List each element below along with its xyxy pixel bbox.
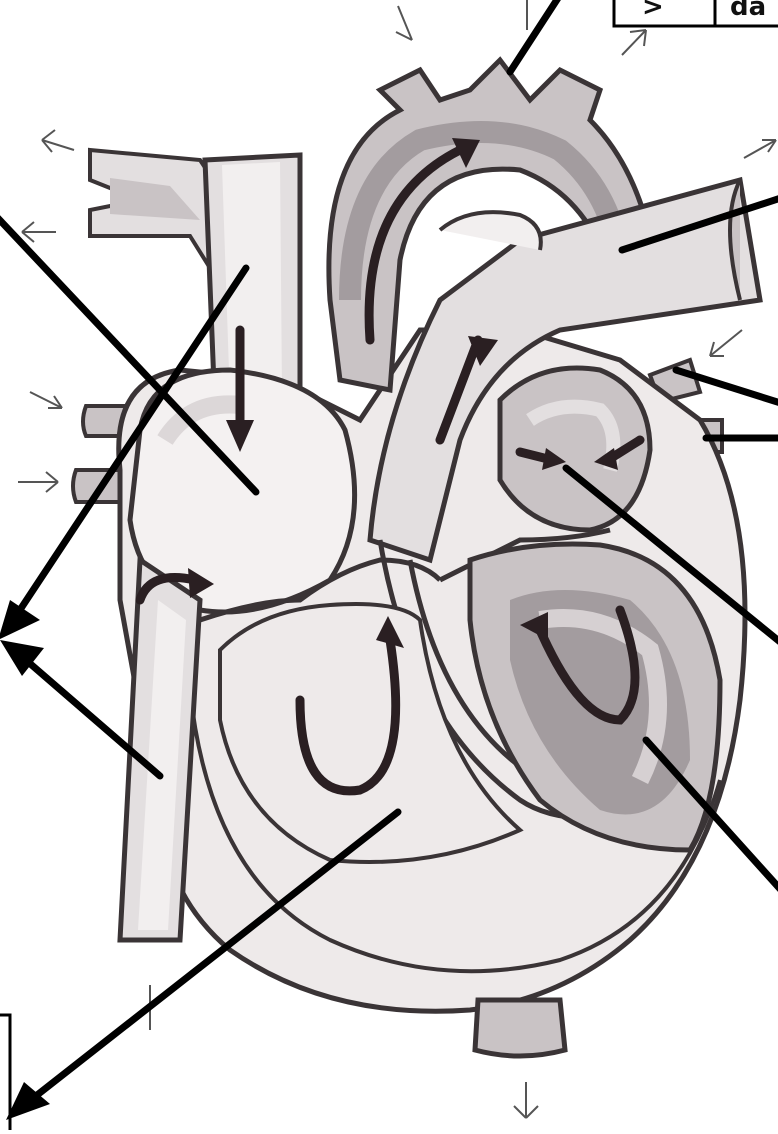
label-fragment-text: da — [730, 0, 766, 20]
label-box-bottom-left — [0, 1015, 10, 1130]
flow-arrow-left-4 — [18, 472, 58, 492]
pointer-aorta — [510, 0, 560, 72]
flow-arrow-right-1 — [744, 140, 776, 158]
flow-arrow-top-3 — [622, 30, 646, 55]
label-fragment-symbol: > — [642, 0, 664, 20]
descending-aorta — [475, 1000, 565, 1056]
flow-arrow-right-2 — [710, 330, 742, 356]
flow-arrow-bottom-2 — [514, 1082, 538, 1118]
flow-arrow-top-1 — [396, 6, 412, 40]
flow-arrow-left-3 — [30, 392, 62, 408]
flow-arrow-left-2 — [22, 222, 56, 242]
flow-arrow-left-1 — [42, 130, 74, 152]
